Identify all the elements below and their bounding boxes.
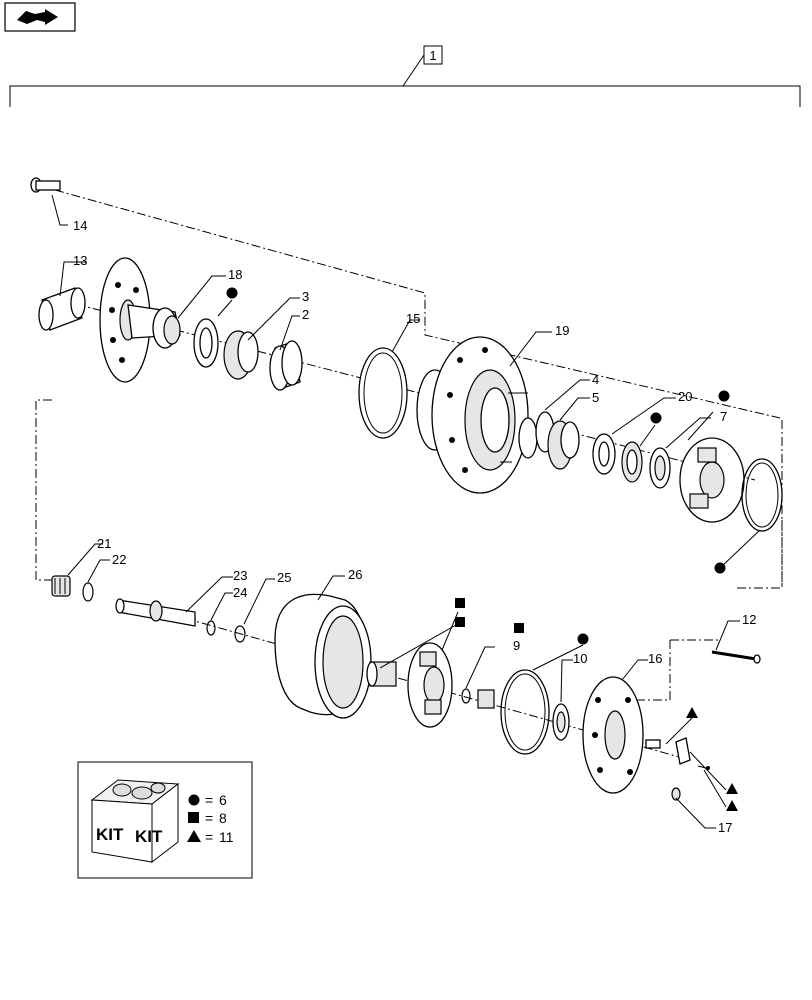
- marker-circle-20: [650, 412, 662, 424]
- marker-triangle-1: [686, 707, 698, 718]
- marker-circle-lower: [577, 633, 589, 645]
- legend-value-square: 8: [219, 810, 227, 826]
- legend-value-circle: 6: [219, 792, 227, 808]
- callout-10: 10: [573, 651, 587, 666]
- part-14-bolt: [30, 177, 61, 193]
- marker-square-2: [455, 617, 465, 627]
- kit6-ring: [621, 441, 643, 483]
- legend-row-square: = 8: [188, 810, 227, 826]
- part-20-washer: [592, 433, 616, 475]
- part-22-snap-ring: [82, 582, 94, 602]
- callout-4: 4: [592, 372, 599, 387]
- legend-row-triangle: = 11: [187, 829, 234, 845]
- marker-square-3: [514, 623, 524, 633]
- callout-2: 2: [302, 307, 309, 322]
- kit-legend: KIT KIT = 6 = 8 = 11: [77, 761, 253, 879]
- callout-23: 23: [233, 568, 247, 583]
- part-25-snap-ring: [234, 625, 246, 643]
- planet-carrier-lower: [407, 642, 453, 728]
- kit-box-icon: KIT KIT: [90, 779, 180, 864]
- callout-18: 18: [228, 267, 242, 282]
- marker-triangle-2: [726, 783, 738, 794]
- group-label: 1: [429, 48, 436, 63]
- marker-circle-o-ring: [714, 562, 726, 574]
- callout-labels: 14 13 18 3 2 15 19 4 5 20 7 21 22 23 24 …: [73, 218, 756, 835]
- part-18-seal: [193, 318, 219, 368]
- part-9-gear: [461, 688, 495, 709]
- part-26-ring-gear: [274, 593, 372, 719]
- part-12-bolt: [711, 650, 761, 664]
- callout-20: 20: [678, 389, 692, 404]
- part-2-cup: [269, 340, 303, 391]
- callout-13: 13: [73, 253, 87, 268]
- part-13-bushing: [38, 287, 86, 331]
- callout-14: 14: [73, 218, 87, 233]
- nav-arrow-icon[interactable]: [4, 2, 76, 32]
- callout-24: 24: [233, 585, 247, 600]
- marker-triangle-3: [726, 800, 738, 811]
- part-3-bearing: [223, 330, 259, 380]
- callout-25: 25: [277, 570, 291, 585]
- callout-21: 21: [97, 536, 111, 551]
- callout-9: 9: [513, 638, 520, 653]
- group-bracket: 1: [9, 45, 801, 107]
- legend-equals-triangle: =: [205, 829, 213, 845]
- callout-12: 12: [742, 612, 756, 627]
- part-5-bearing: [547, 420, 580, 470]
- marker-circle-7: [718, 390, 730, 402]
- callout-26: 26: [348, 567, 362, 582]
- marker-square-1: [455, 598, 465, 608]
- spindle-flange: [99, 257, 181, 383]
- part-19-hub: [416, 336, 529, 494]
- part-17-plug: [671, 787, 681, 801]
- marker-circle-18: [226, 287, 238, 299]
- sun-gear: [366, 661, 397, 687]
- kit11-pin: [645, 739, 661, 749]
- kit11-clip: [675, 737, 691, 765]
- planet-carrier-upper: [679, 437, 745, 523]
- callout-5: 5: [592, 390, 599, 405]
- kit-box-word-right: KIT: [135, 827, 163, 846]
- callout-22: 22: [112, 552, 126, 567]
- callout-19: 19: [555, 323, 569, 338]
- callout-17: 17: [718, 820, 732, 835]
- lower-o-ring: [500, 669, 550, 755]
- legend-row-circle: = 6: [188, 792, 227, 808]
- part-15-ring: [358, 347, 408, 439]
- legend-equals-circle: =: [205, 792, 213, 808]
- part-21-spring: [51, 575, 71, 597]
- part-10-washer: [552, 703, 570, 741]
- legend-equals-square: =: [205, 810, 213, 826]
- part-7-bearing: [649, 447, 671, 489]
- kit-box-word-left: KIT: [96, 825, 124, 844]
- part-23-shaft: [115, 598, 196, 627]
- callout-3: 3: [302, 289, 309, 304]
- part-24-snap-ring: [206, 620, 216, 636]
- callout-7: 7: [720, 409, 727, 424]
- kit-markers: [226, 287, 738, 811]
- legend-value-triangle: 11: [219, 829, 234, 845]
- callout-15: 15: [406, 311, 420, 326]
- callout-16: 16: [648, 651, 662, 666]
- large-o-ring-right: [741, 458, 783, 532]
- part-16-cover: [582, 676, 644, 794]
- leader-lines: [51, 194, 761, 829]
